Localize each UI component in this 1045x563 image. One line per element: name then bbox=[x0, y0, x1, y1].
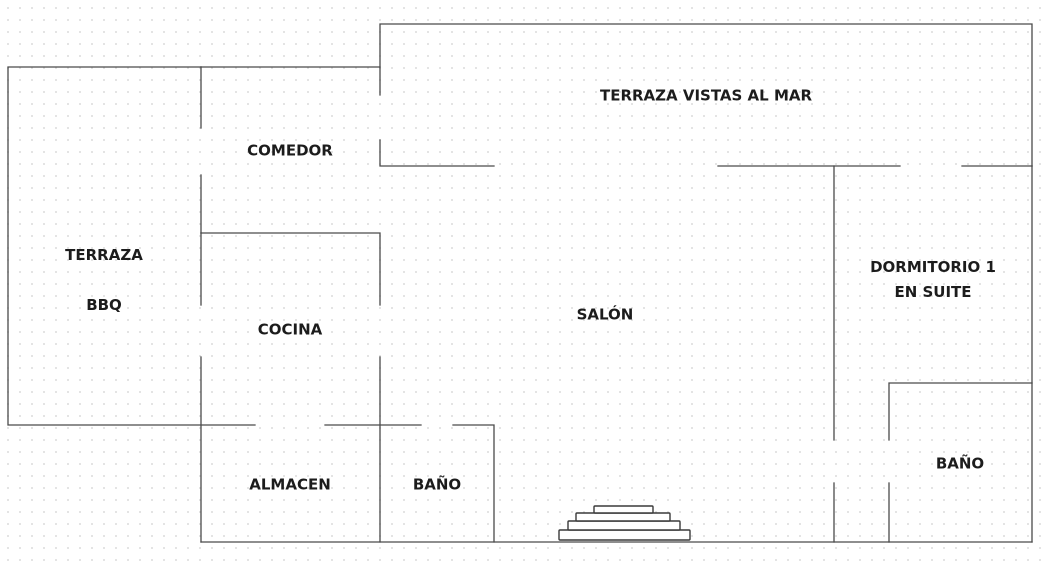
label-terraza-bbq-line1: TERRAZA bbox=[65, 246, 143, 264]
label-dormitorio-line1: DORMITORIO 1 bbox=[870, 258, 996, 276]
label-bano-2: BAÑO bbox=[935, 454, 985, 473]
wall-terrace-left-lower bbox=[379, 139, 495, 167]
stair-step bbox=[567, 520, 681, 531]
label-dormitorio-line2: EN SUITE bbox=[894, 283, 972, 301]
wall-suite-bath-top bbox=[888, 382, 1033, 441]
stair-step bbox=[575, 512, 671, 522]
wall-bath-top bbox=[452, 424, 495, 543]
wall-kitchen-top bbox=[200, 232, 381, 306]
label-terraza-vistas-al-mar: TERRAZA VISTAS AL MAR bbox=[599, 86, 813, 105]
label-comedor: COMEDOR bbox=[247, 141, 333, 160]
stair-step bbox=[593, 505, 654, 514]
wall-bbq-terrace bbox=[7, 66, 256, 426]
label-terraza-bbq-line2: BBQ bbox=[86, 296, 122, 314]
stair-step bbox=[558, 529, 691, 541]
entrance-stairs-icon bbox=[558, 505, 691, 541]
label-bano-1: BAÑO bbox=[412, 475, 462, 494]
wall-terrace-top bbox=[379, 23, 1033, 167]
label-cocina: COCINA bbox=[257, 320, 323, 339]
label-almacen: ALMACEN bbox=[249, 475, 331, 494]
label-dormitorio-en-suite: DORMITORIO 1 EN SUITE bbox=[870, 255, 996, 305]
label-terraza-bbq: TERRAZA BBQ bbox=[65, 230, 143, 330]
label-salon: SALÓN bbox=[576, 305, 634, 324]
walls bbox=[7, 23, 1033, 543]
